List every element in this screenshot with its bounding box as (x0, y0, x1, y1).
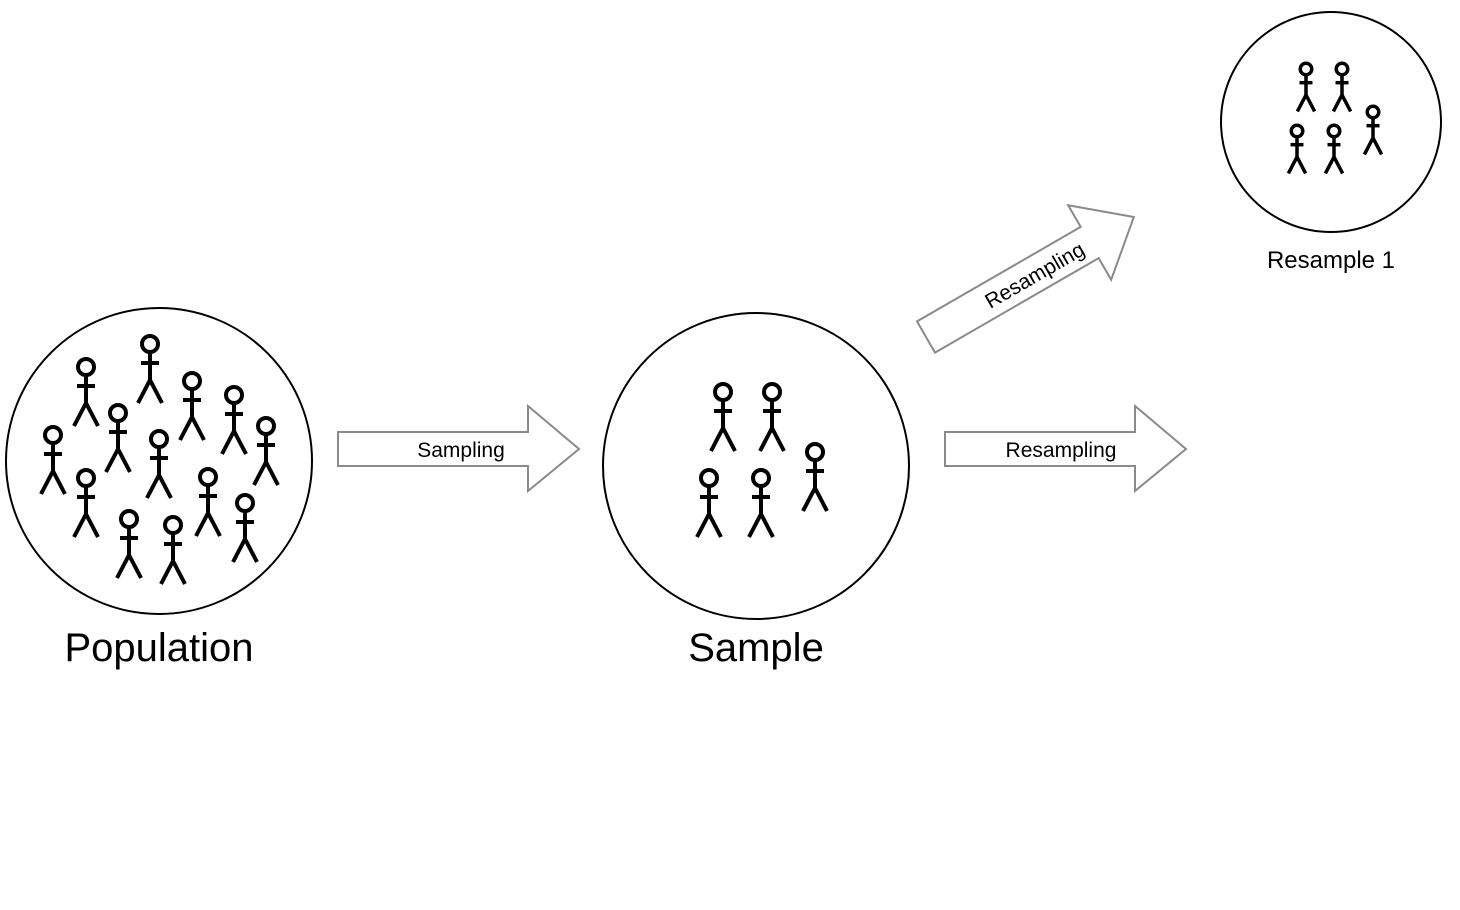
sample-circle (602, 312, 910, 620)
person-icon (252, 416, 280, 486)
person-icon (39, 425, 67, 495)
resample-1-circle (1220, 11, 1442, 233)
person-icon (758, 382, 786, 452)
person-icon (1286, 123, 1308, 175)
person-icon (709, 382, 737, 452)
resampling-arrow-up: Resampling (915, 203, 1136, 354)
resampling-arrow-up-shape (915, 203, 1136, 354)
population-circle (5, 307, 313, 615)
person-icon (695, 468, 723, 538)
person-icon (159, 515, 187, 585)
resample-1-people (1286, 61, 1384, 175)
population-group: Population (5, 307, 313, 670)
person-icon (72, 357, 100, 427)
population-label: Population (64, 626, 253, 670)
person-icon (178, 371, 206, 441)
sampling-arrow-label: Sampling (417, 439, 505, 462)
person-icon (145, 429, 173, 499)
resample-1-group: Resample 1 (1220, 11, 1442, 274)
sample-people (695, 382, 829, 538)
resampling-arrow-right: Resampling (944, 403, 1188, 494)
population-people (39, 334, 280, 585)
resampling-arrow-right-shape (944, 403, 1188, 494)
person-icon (104, 403, 132, 473)
person-icon (194, 467, 222, 537)
resampling-arrow-right-label: Resampling (1006, 439, 1117, 462)
resample-1-label: Resample 1 (1267, 247, 1395, 274)
person-icon (115, 509, 143, 579)
person-icon (1295, 61, 1317, 113)
person-icon (220, 385, 248, 455)
sample-group: Sample (602, 312, 910, 670)
person-icon (747, 468, 775, 538)
sample-label: Sample (688, 626, 824, 670)
person-icon (72, 468, 100, 538)
person-icon (801, 442, 829, 512)
person-icon (1362, 104, 1384, 156)
person-icon (136, 334, 164, 404)
person-icon (1323, 123, 1345, 175)
person-icon (1331, 61, 1353, 113)
sampling-arrow-shape (337, 403, 581, 494)
sampling-arrow: Sampling (337, 403, 581, 494)
person-icon (231, 493, 259, 563)
